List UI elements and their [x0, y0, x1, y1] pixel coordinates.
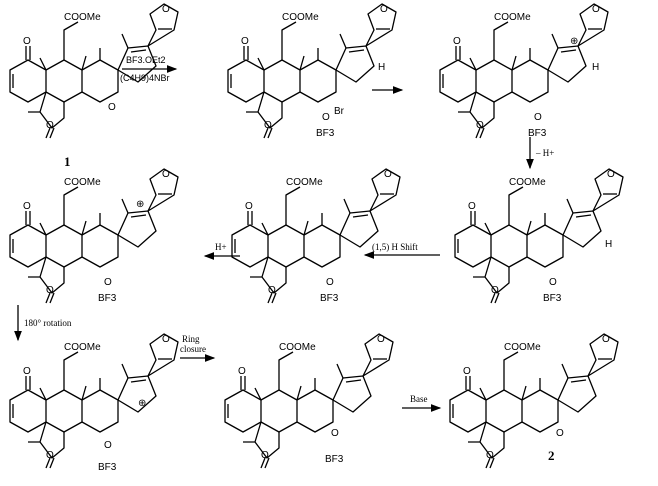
arrow-step-3: – H+: [526, 137, 554, 170]
compound-label-1: 1: [64, 154, 71, 169]
ester-label: COOMe: [494, 12, 531, 23]
furan-o: O: [377, 334, 385, 345]
bf3-label: BF3: [98, 462, 117, 473]
molecule-3: COOMe O O O O BF3 ⊕ H: [439, 3, 609, 139]
lactone-o: O: [46, 450, 54, 461]
reagent-minus-h: – H+: [535, 148, 554, 158]
ester-label: COOMe: [509, 177, 546, 188]
h-label: H: [592, 62, 599, 73]
ester-label: COOMe: [282, 12, 319, 23]
molecule-7: COOMe O O O O BF3 ⊕: [9, 333, 179, 473]
ketone-o: O: [23, 201, 31, 212]
reagent-h-shift: (1,5) H Shift: [372, 242, 418, 252]
furan-o: O: [162, 4, 170, 15]
ketone-o: O: [241, 36, 249, 47]
ester-label: COOMe: [286, 177, 323, 188]
reagent-closure: closure: [180, 344, 206, 354]
lactone-o: O: [264, 120, 272, 131]
h-label: H: [605, 239, 612, 250]
bf3-label: BF3: [316, 128, 335, 139]
arrow-step-7: Ring closure: [180, 334, 216, 362]
ester-label: COOMe: [504, 342, 541, 353]
arrow-step-5: H+: [203, 242, 240, 260]
molecule-1: COOMe O O O O 1: [9, 3, 179, 169]
epoxide-o: O: [108, 102, 116, 113]
lactone-o: O: [476, 120, 484, 131]
reagent-base: Base: [410, 394, 428, 404]
alkoxide-o: O: [549, 277, 557, 288]
furan-o: O: [602, 334, 610, 345]
ring-o: O: [556, 428, 564, 439]
ester-label: COOMe: [64, 177, 101, 188]
bf3-label: BF3: [543, 293, 562, 304]
ketone-o: O: [453, 36, 461, 47]
reagent-rotation: 180° rotation: [24, 318, 72, 328]
lactone-o: O: [261, 450, 269, 461]
furan-o: O: [162, 169, 170, 180]
ketone-o: O: [245, 201, 253, 212]
lactone-o: O: [491, 285, 499, 296]
cation-charge: ⊕: [570, 36, 578, 47]
ketone-o: O: [23, 366, 31, 377]
furan-o: O: [162, 334, 170, 345]
molecule-6: COOMe O O O O BF3 ⊕: [9, 168, 179, 304]
bf3-label: BF3: [325, 454, 344, 465]
reagent-tbab: (C4H9)4NBr: [120, 73, 170, 83]
arrow-step-1: BF3.OEt2 (C4H9)4NBr: [120, 55, 178, 83]
ring-o: O: [331, 428, 339, 439]
arrow-step-8: Base: [402, 394, 442, 412]
ketone-o: O: [463, 366, 471, 377]
furan-o: O: [607, 169, 615, 180]
arrow-step-4: (1,5) H Shift: [363, 242, 440, 259]
ketone-o: O: [23, 36, 31, 47]
molecule-5: COOMe O O O O BF3: [231, 168, 401, 304]
ketone-o: O: [468, 201, 476, 212]
h-label: H: [378, 62, 385, 73]
molecule-9: COOMe O O O O 2: [449, 333, 619, 469]
molecule-2: COOMe O O O O Br BF3 H: [227, 3, 397, 139]
bf3-label: BF3: [528, 128, 547, 139]
cation-charge: ⊕: [136, 199, 144, 210]
lactone-o: O: [46, 120, 54, 131]
reagent-ring: Ring: [182, 334, 200, 344]
compound-label-2: 2: [548, 448, 555, 463]
alkoxide-o: O: [322, 112, 330, 123]
bromide: Br: [334, 106, 345, 117]
bf3-label: BF3: [320, 293, 339, 304]
furan-o: O: [384, 169, 392, 180]
ester-label: COOMe: [64, 12, 101, 23]
reagent-bf3-oet2: BF3.OEt2: [126, 55, 166, 65]
furan-o: O: [592, 4, 600, 15]
cation-charge: ⊕: [138, 398, 146, 409]
alkoxide-o: O: [534, 112, 542, 123]
molecule-4: COOMe O O O O BF3 H: [454, 168, 624, 304]
arrow-step-6: 180° rotation: [14, 305, 72, 342]
ketone-o: O: [238, 366, 246, 377]
alkoxide-o: O: [326, 277, 334, 288]
ester-label: COOMe: [279, 342, 316, 353]
lactone-o: O: [486, 450, 494, 461]
ester-label: COOMe: [64, 342, 101, 353]
bf3-label: BF3: [98, 293, 117, 304]
furan-o: O: [380, 4, 388, 15]
molecule-8: COOMe O O O O BF3: [224, 333, 394, 469]
reagent-h-plus: H+: [215, 242, 227, 252]
lactone-o: O: [268, 285, 276, 296]
alkoxide-o: O: [104, 440, 112, 451]
alkoxide-o: O: [104, 277, 112, 288]
lactone-o: O: [46, 285, 54, 296]
